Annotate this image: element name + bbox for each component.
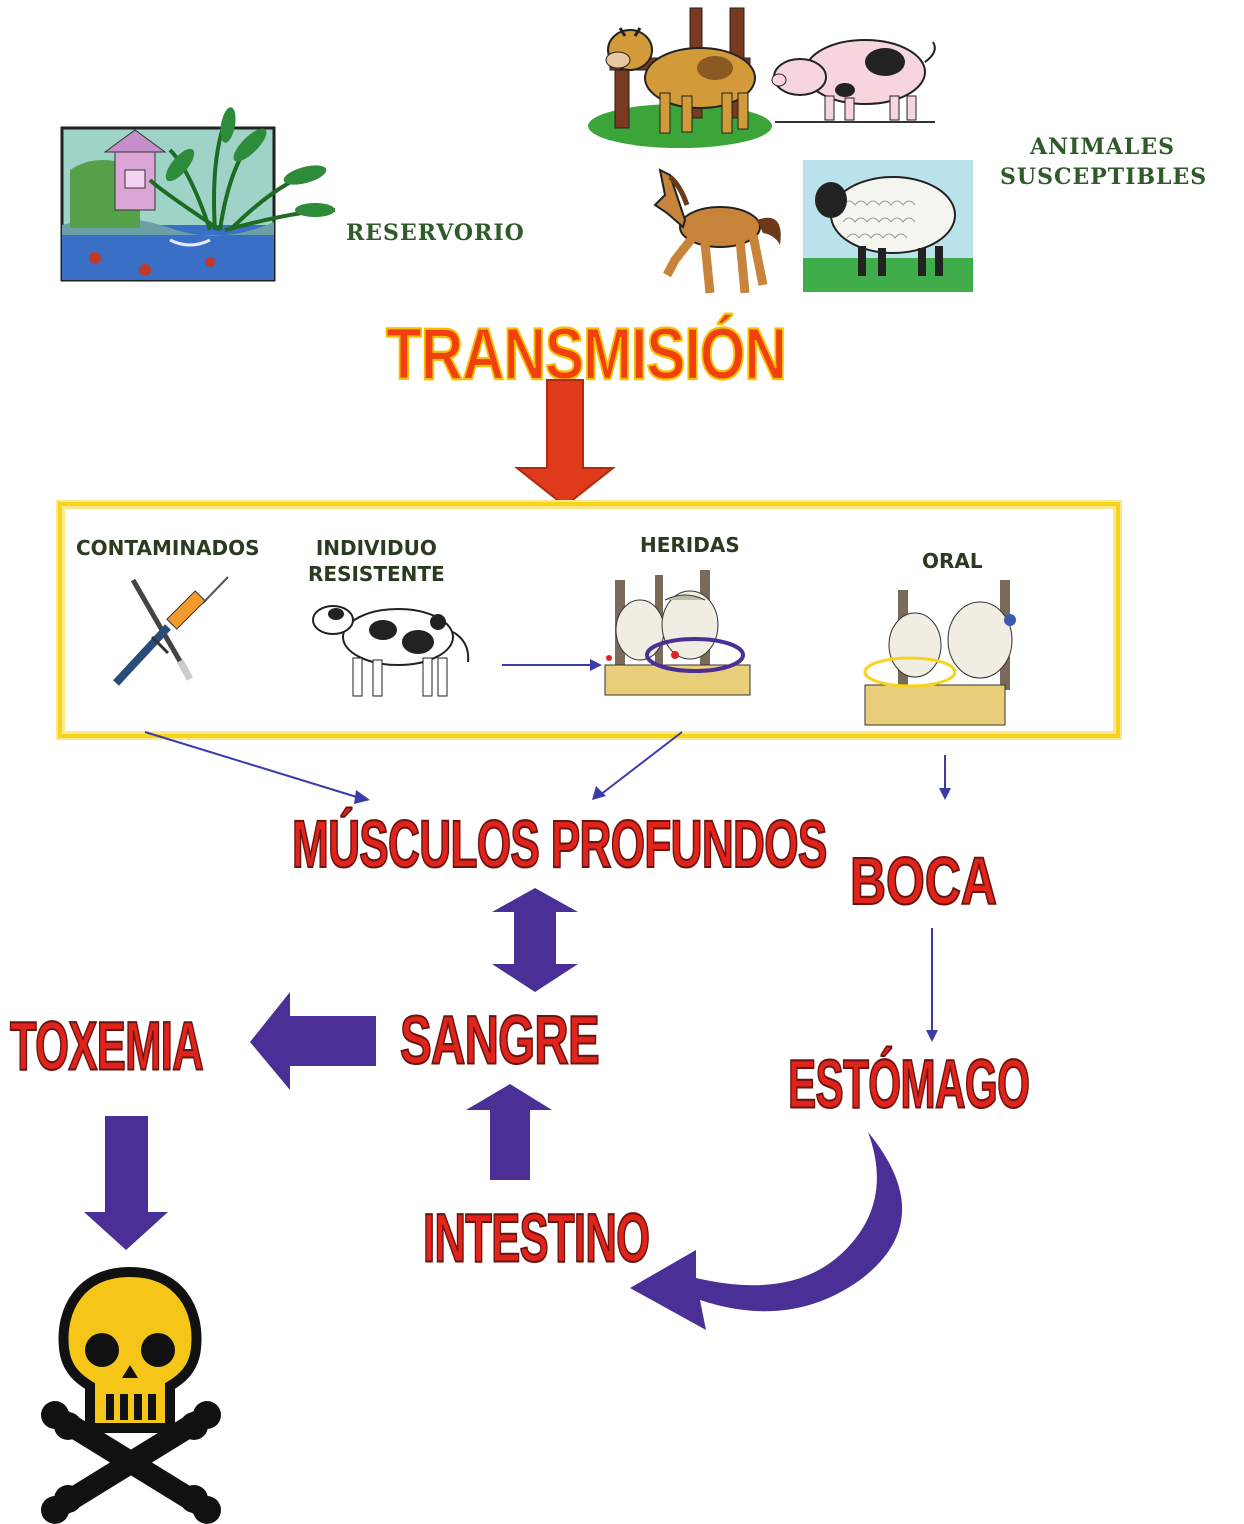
musculos-profundos-label: MÚSCULOS PROFUNDOS	[291, 805, 828, 883]
musculos-sangre-double-arrow	[492, 888, 578, 992]
heridas-label: HERIDAS	[640, 533, 740, 557]
oral-label: ORAL	[922, 549, 983, 573]
transmision-arrow-down	[514, 379, 616, 508]
sangre-to-toxemia-arrow	[250, 992, 376, 1090]
skull-crossbones-icon	[41, 1266, 221, 1524]
toxemia-label: TOXEMIA	[9, 1006, 204, 1085]
individuo-line1: INDIVIDUO	[315, 536, 437, 560]
transmision-title: TRANSMISIÓN	[385, 312, 787, 396]
reservorio-label: RESERVORIO	[346, 220, 525, 246]
wounded-cattle-icon	[604, 570, 751, 696]
intestino-to-sangre-arrow	[466, 1084, 552, 1180]
syringe-scalpel-icon	[113, 576, 229, 686]
toxemia-to-death-arrow	[84, 1116, 168, 1250]
reservoir-pond-illustration	[60, 107, 336, 282]
estomago-label: ESTÓMAGO	[787, 1044, 1030, 1123]
boca-label: BOCA	[849, 842, 998, 920]
contaminados-label: CONTAMINADOS	[76, 536, 260, 560]
cow-illustration	[588, 7, 772, 148]
susceptibles-line1: ANIMALES	[1029, 134, 1176, 160]
animales-susceptibles-label: ANIMALES SUSCEPTIBLES	[1000, 132, 1208, 192]
sangre-label: SANGRE	[399, 1000, 600, 1079]
routes-box	[58, 502, 1120, 738]
oral-cattle-icon	[863, 580, 1016, 726]
susceptibles-line2: SUSCEPTIBLES	[1000, 164, 1208, 190]
intestino-label: INTESTINO	[422, 1198, 650, 1277]
individuo-resistente-label: INDIVIDUO RESISTENTE	[308, 535, 445, 587]
estomago-to-intestino-curved-arrow	[630, 1132, 903, 1330]
horse-illustration	[653, 168, 781, 294]
individuo-to-heridas-arrow	[502, 659, 602, 671]
individuo-line2: RESISTENTE	[308, 562, 445, 586]
resistant-cow-icon	[312, 605, 470, 697]
sheep-illustration	[803, 160, 973, 292]
pig-illustration	[771, 39, 936, 123]
